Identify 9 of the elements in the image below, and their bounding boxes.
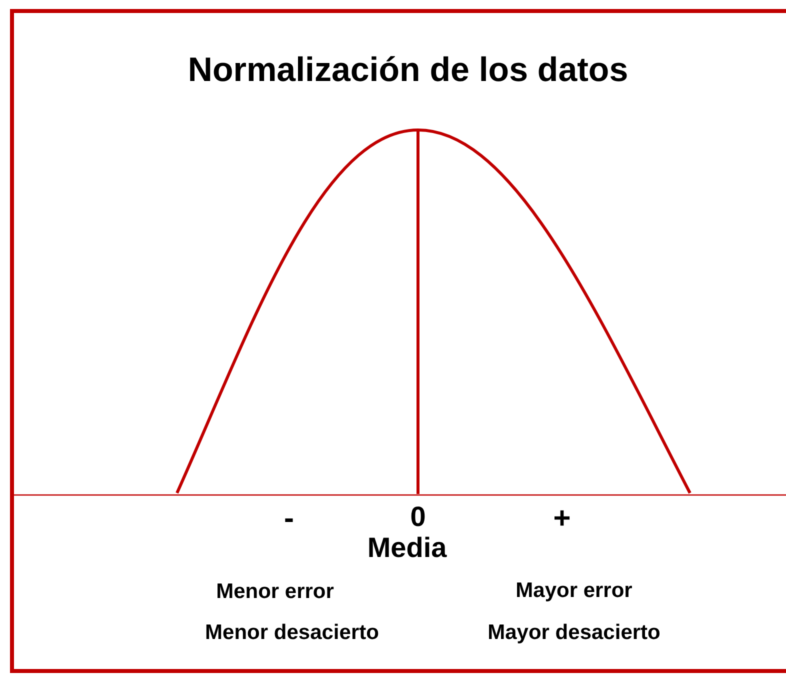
tick-label: + <box>553 502 571 535</box>
chart-title: Normalización de los datos <box>188 52 628 90</box>
tick-label: - <box>284 502 294 535</box>
axis-label: Media <box>367 533 447 564</box>
annotation-text: Mayor desacierto <box>488 621 660 644</box>
annotation-text: Menor desacierto <box>205 621 379 644</box>
annotation-text: Menor error <box>216 580 334 604</box>
annotation-text: Mayor error <box>516 579 632 602</box>
tick-label: 0 <box>410 502 426 533</box>
